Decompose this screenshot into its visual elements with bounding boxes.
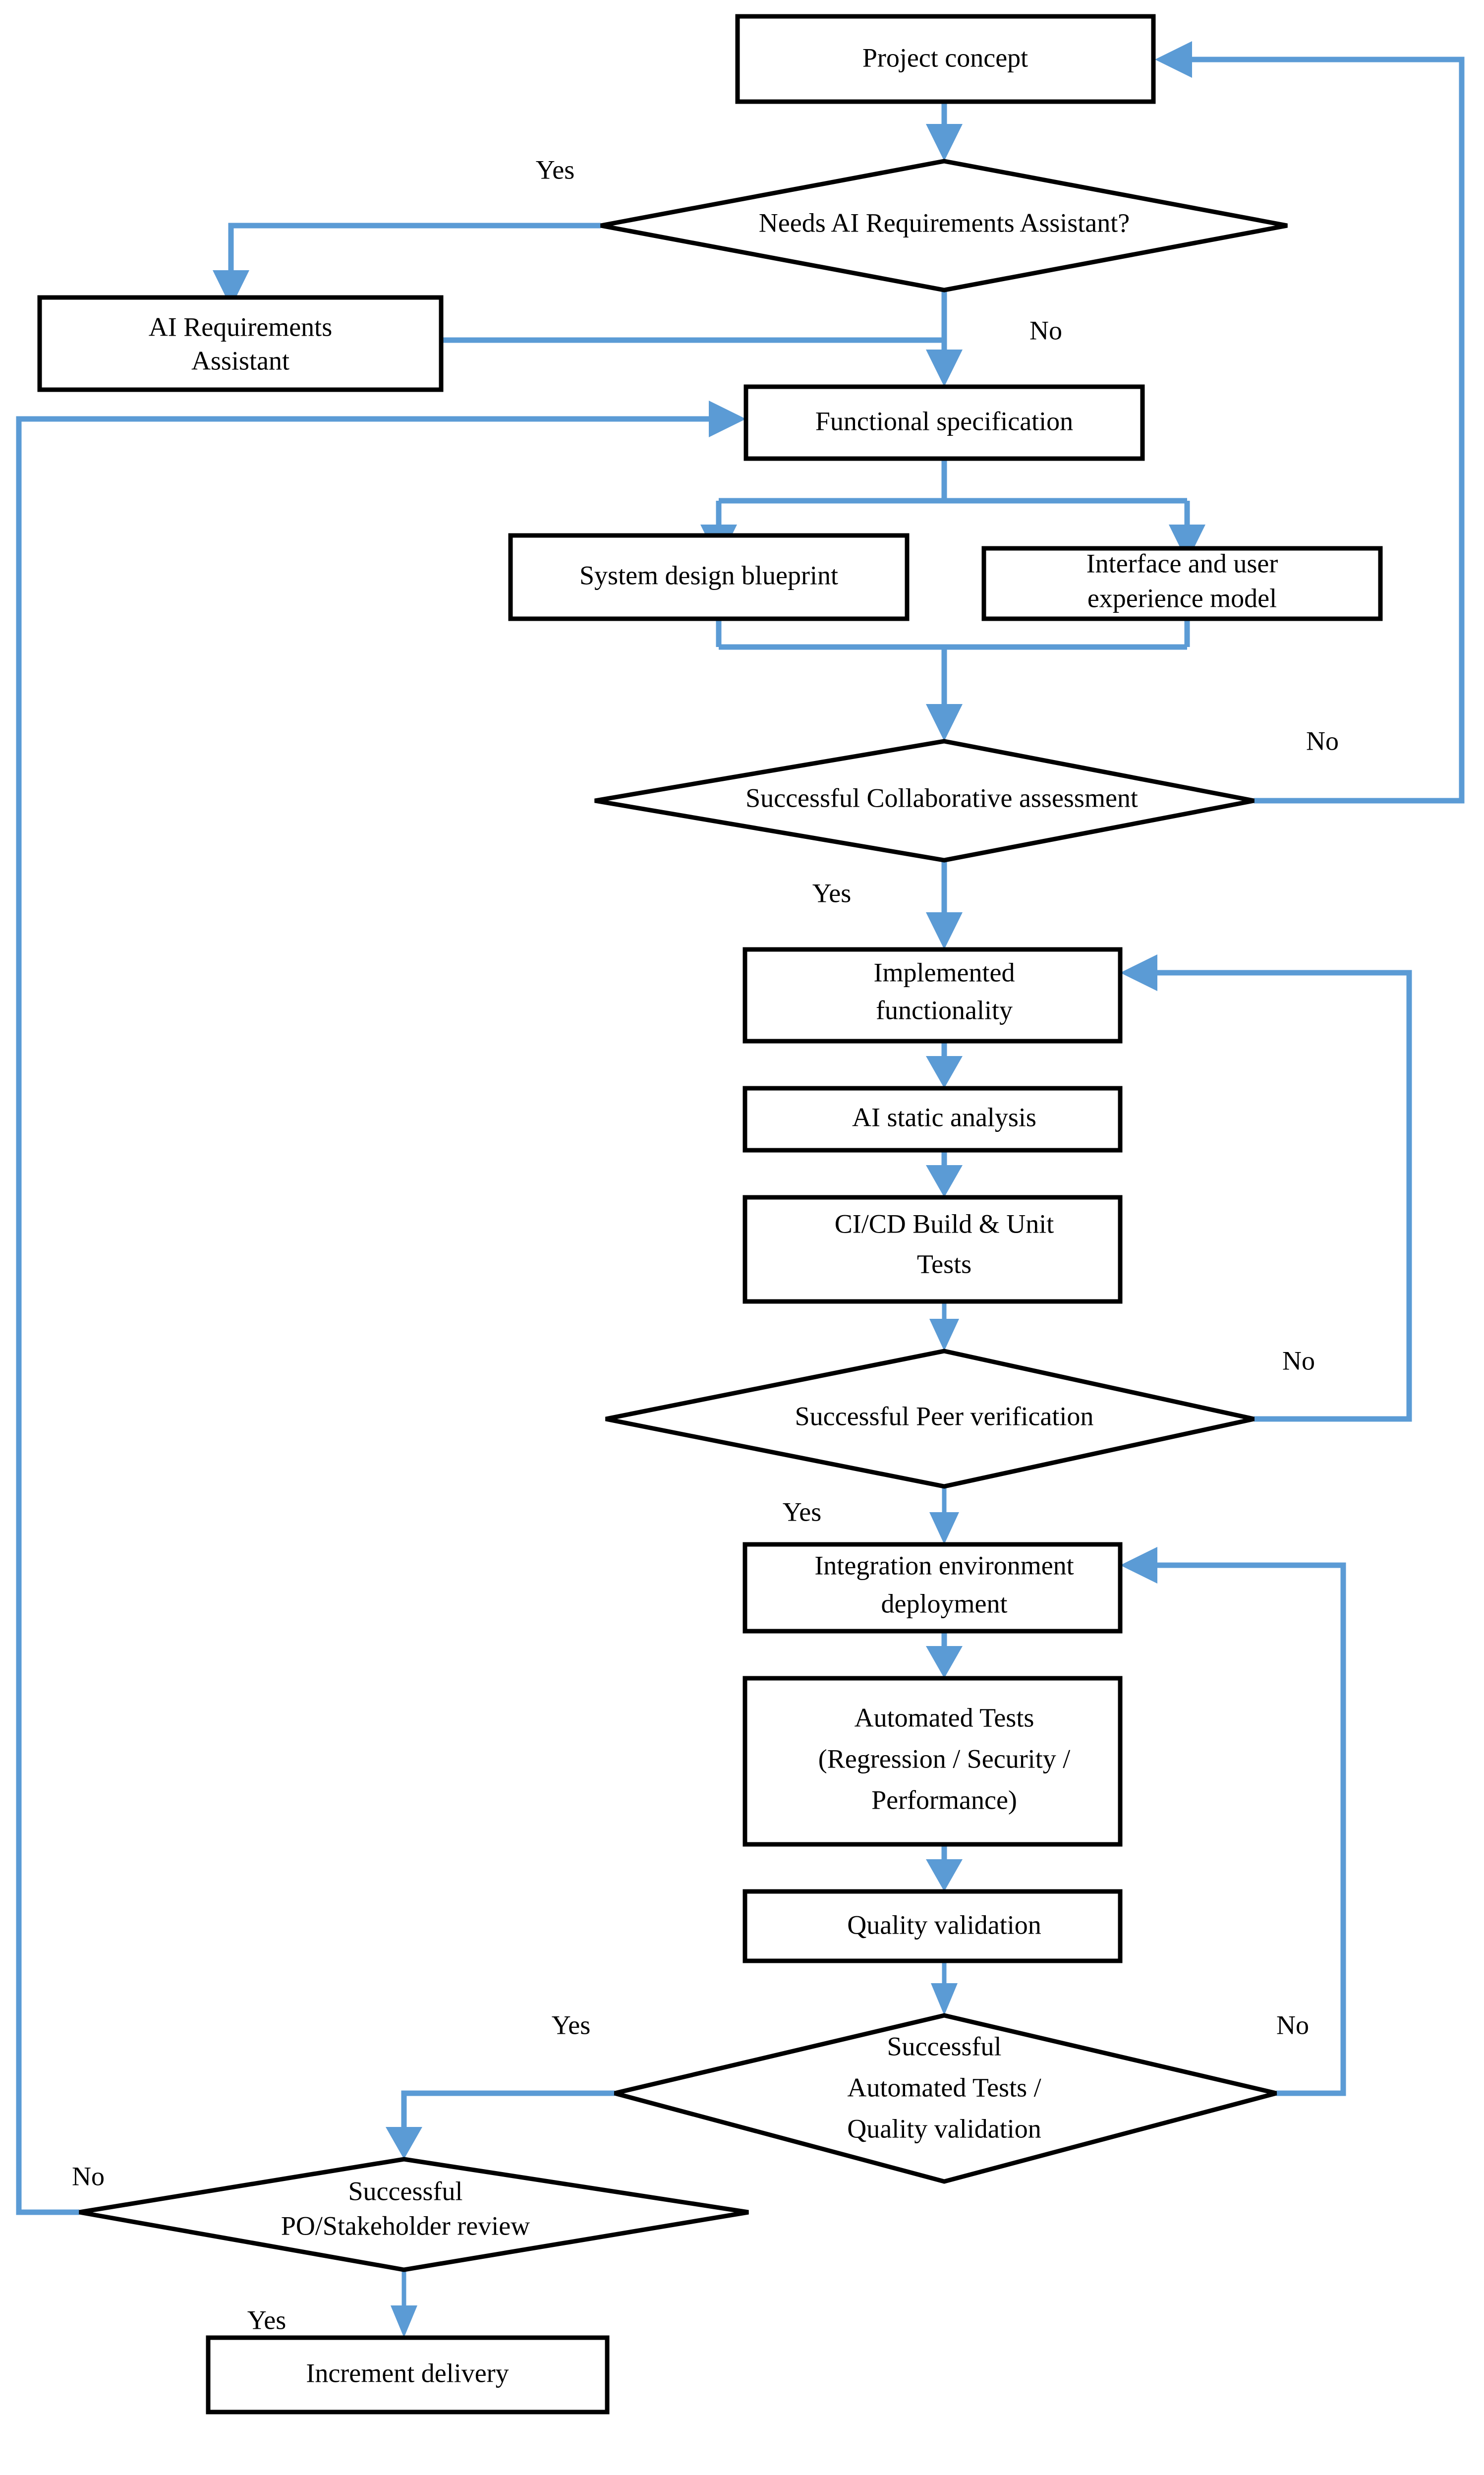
node-label-system-design-blueprint: System design blueprint	[579, 560, 838, 590]
edge-quality-to-decision	[931, 1961, 958, 2015]
node-label-automated-tests-line3: Performance)	[871, 1785, 1017, 1815]
edge-integration-to-automated	[926, 1631, 963, 1678]
edge-label-collaborative-no: No	[1306, 726, 1339, 756]
edge-decision-yes-to-assistant	[213, 223, 601, 307]
edge-decision-no-to-functional	[926, 290, 963, 387]
node-label-collaborative-assessment: Successful Collaborative assessment	[745, 783, 1138, 813]
edge-label-needs-ai-no: No	[1029, 315, 1062, 345]
node-label-integration-line2: deployment	[881, 1589, 1008, 1618]
node-label-quality-validation: Quality validation	[847, 1910, 1041, 1940]
node-increment-delivery[interactable]: Increment delivery	[206, 2335, 610, 2415]
edge-label-collaborative-yes: Yes	[812, 878, 852, 908]
node-label-ai-assistant-line2: Assistant	[191, 346, 289, 375]
node-label-interface-ux-line2: experience model	[1087, 583, 1277, 613]
node-integration-deployment[interactable]: Integration environment deployment	[742, 1542, 1123, 1634]
edge-designs-merge-to-assessment	[716, 619, 1190, 741]
node-label-automated-decision-line2: Automated Tests /	[847, 2072, 1041, 2102]
edge-label-peer-no: No	[1282, 1346, 1315, 1375]
edge-label-automated-yes: Yes	[552, 2010, 591, 2040]
edge-label-peer-yes: Yes	[783, 1497, 822, 1527]
node-label-automated-decision-line3: Quality validation	[847, 2114, 1041, 2143]
node-label-automated-decision-line1: Successful	[887, 2031, 1002, 2061]
edge-assessment-yes-to-implemented	[926, 860, 963, 949]
node-label-po-review-line2: PO/Stakeholder review	[281, 2211, 530, 2240]
node-label-ai-static-analysis: AI static analysis	[852, 1102, 1036, 1132]
edge-label-po-no: No	[72, 2161, 105, 2191]
node-label-functional-specification: Functional specification	[815, 406, 1073, 436]
node-label-increment-delivery: Increment delivery	[306, 2358, 509, 2388]
edge-label-automated-no: No	[1276, 2010, 1309, 2040]
node-label-po-review-line1: Successful	[348, 2176, 463, 2206]
node-label-project-concept: Project concept	[862, 43, 1028, 72]
node-label-interface-ux-line1: Interface and user	[1086, 548, 1278, 578]
node-needs-ai-assistant[interactable]: Needs AI Requirements Assistant?	[600, 159, 1288, 293]
node-collaborative-assessment[interactable]: Successful Collaborative assessment	[594, 739, 1255, 863]
node-label-ai-assistant-line1: AI Requirements	[149, 312, 332, 342]
node-label-cicd-line2: Tests	[917, 1249, 971, 1279]
edge-automated-no-to-integration	[1120, 1547, 1346, 2096]
node-label-integration-line1: Integration environment	[814, 1550, 1074, 1580]
edge-cicd-to-peer	[929, 1301, 959, 1351]
edge-po-yes-to-increment	[391, 2270, 417, 2338]
edge-peer-no-to-implemented	[1120, 954, 1412, 1422]
node-label-implemented-line2: functionality	[876, 995, 1013, 1025]
edge-project-to-decision	[926, 102, 963, 161]
node-automated-tests-decision[interactable]: Successful Automated Tests / Quality val…	[614, 2013, 1277, 2184]
node-cicd-build-unit-tests[interactable]: CI/CD Build & Unit Tests	[742, 1195, 1123, 1304]
node-label-automated-tests-line1: Automated Tests	[855, 1703, 1034, 1732]
node-implemented-functionality[interactable]: Implemented functionality	[742, 947, 1123, 1044]
edge-implemented-to-static	[926, 1041, 963, 1088]
node-peer-verification[interactable]: Successful Peer verification	[605, 1349, 1255, 1489]
node-project-concept[interactable]: Project concept	[735, 14, 1156, 104]
node-label-peer-verification: Successful Peer verification	[795, 1401, 1094, 1431]
edge-label-po-yes: Yes	[247, 2305, 286, 2335]
node-functional-specification[interactable]: Functional specification	[743, 384, 1145, 461]
node-po-stakeholder-review[interactable]: Successful PO/Stakeholder review	[79, 2157, 749, 2272]
edge-peer-yes-to-integration	[929, 1486, 959, 1544]
node-automated-tests[interactable]: Automated Tests (Regression / Security /…	[742, 1676, 1123, 1847]
edge-automated-to-quality	[926, 1844, 963, 1891]
node-system-design-blueprint[interactable]: System design blueprint	[508, 533, 910, 621]
node-label-implemented-line1: Implemented	[874, 957, 1015, 987]
node-ai-requirements-assistant[interactable]: AI Requirements Assistant	[37, 295, 444, 392]
node-ai-static-analysis[interactable]: AI static analysis	[742, 1086, 1123, 1153]
node-label-needs-ai-assistant: Needs AI Requirements Assistant?	[759, 208, 1130, 237]
node-label-automated-tests-line2: (Regression / Security /	[818, 1744, 1070, 1773]
edge-automated-yes-to-po	[386, 2090, 615, 2159]
node-label-cicd-line1: CI/CD Build & Unit	[835, 1209, 1054, 1238]
edge-static-to-cicd	[926, 1150, 963, 1197]
node-quality-validation[interactable]: Quality validation	[742, 1889, 1123, 1963]
edge-label-needs-ai-yes: Yes	[536, 155, 575, 184]
node-interface-ux-model[interactable]: Interface and user experience model	[981, 546, 1383, 621]
edge-po-no-return-to-functional	[16, 401, 746, 2215]
edge-assessment-no-to-project	[1155, 41, 1465, 804]
